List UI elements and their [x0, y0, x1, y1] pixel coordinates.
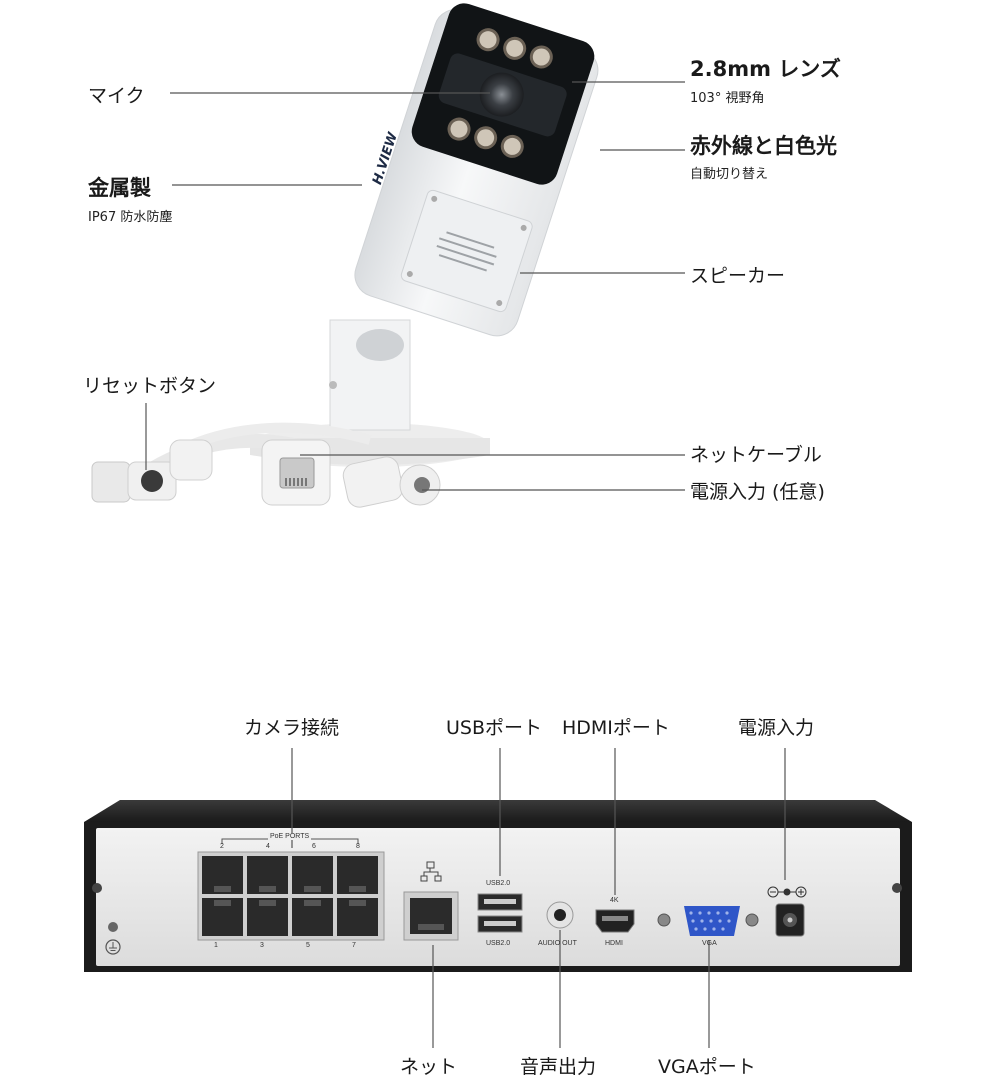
panel-usb-top: USB2.0: [486, 880, 511, 887]
vga-pin: [698, 911, 702, 915]
speaker-grille: [436, 231, 497, 272]
poe-port-latch: [214, 886, 231, 892]
mount-screw: [329, 381, 337, 389]
nvr: [84, 800, 912, 972]
vga-pin: [716, 911, 720, 915]
label-usb-port: USBポート: [446, 717, 543, 739]
panel-port-num: 7: [352, 942, 356, 949]
vga-pin: [707, 911, 711, 915]
panel-port-num: 4: [266, 843, 270, 850]
speaker-panel: [400, 189, 533, 313]
vga-pin: [727, 919, 731, 923]
ground-icon: [105, 939, 121, 955]
nvr-leader-lines: [291, 748, 786, 1048]
label-metal-sub: IP67 防水防塵: [88, 210, 173, 225]
led-icon: [500, 134, 524, 158]
label-ir-sub: 自動切り替え: [690, 167, 769, 182]
panel-port-num: 6: [312, 843, 316, 850]
reset-cap: [91, 461, 131, 503]
label-network: ネット: [400, 1056, 458, 1078]
poe-port-latch: [304, 886, 321, 892]
label-lens-title: 2.8mm レンズ: [690, 57, 841, 81]
vga-pin: [721, 927, 725, 931]
camera-leader-lines: [145, 81, 685, 491]
label-camera-connect: カメラ接続: [244, 717, 340, 739]
panel-vga: VGA: [702, 940, 717, 947]
panel-port-num: 1: [214, 942, 218, 949]
screw-icon: [92, 883, 102, 893]
label-ir-title: 赤外線と白色光: [690, 134, 837, 158]
camera: [91, 3, 599, 508]
poe-port-latch: [304, 900, 321, 906]
vga-pin: [718, 919, 722, 923]
panel-port-num: 8: [356, 843, 360, 850]
poe-port-latch: [214, 900, 231, 906]
vga-pin: [712, 927, 716, 931]
nvr-top: [84, 800, 912, 822]
label-metal-title: 金属製: [88, 176, 151, 200]
led-icon: [474, 126, 498, 150]
panel-poe-ports: PoE PORTS: [268, 833, 312, 840]
reset-button-icon: [141, 470, 163, 492]
vga-pin: [694, 927, 698, 931]
poe-port-latch: [349, 900, 366, 906]
panel-audio-out: AUDIO OUT: [538, 940, 577, 947]
panel-usb-bottom: USB2.0: [486, 940, 511, 947]
panel-4k: 4K: [610, 897, 619, 904]
panel-port-num: 5: [306, 942, 310, 949]
vga-pin: [703, 927, 707, 931]
vga-pin: [691, 919, 695, 923]
label-vga-port: VGAポート: [658, 1056, 756, 1078]
vga-pin: [700, 919, 704, 923]
panel-port-num: 3: [260, 942, 264, 949]
led-icon: [476, 28, 500, 52]
camera-body: [354, 3, 599, 337]
ground-screw: [108, 922, 118, 932]
poe-port-latch: [349, 886, 366, 892]
poe-ports: [197, 851, 385, 941]
camera-lens: [479, 72, 524, 117]
label-mic: マイク: [88, 85, 145, 107]
label-power-in: 電源入力: [738, 717, 815, 739]
network-icon: [420, 861, 442, 882]
label-network-cable: ネットケーブル: [690, 444, 822, 466]
poe-port-latch: [259, 900, 276, 906]
vga-pin: [725, 911, 729, 915]
label-power-optional: 電源入力 (任意): [690, 481, 825, 503]
vga-pin: [689, 911, 693, 915]
panel-hdmi: HDMI: [605, 940, 623, 947]
panel-port-num: 2: [220, 843, 224, 850]
label-speaker: スピーカー: [690, 265, 786, 287]
label-lens-sub: 103° 視野角: [690, 91, 765, 106]
polarity-icon: [767, 886, 807, 898]
label-audio-out: 音声出力: [520, 1056, 597, 1078]
mount-joint: [356, 329, 404, 361]
poe-port-latch: [259, 886, 276, 892]
vga-pin: [709, 919, 713, 923]
led-icon: [447, 117, 471, 141]
label-reset: リセットボタン: [83, 375, 217, 397]
label-hdmi-port: HDMIポート: [562, 717, 670, 739]
screw-icon: [892, 883, 902, 893]
led-icon: [529, 45, 553, 69]
led-icon: [503, 36, 527, 60]
